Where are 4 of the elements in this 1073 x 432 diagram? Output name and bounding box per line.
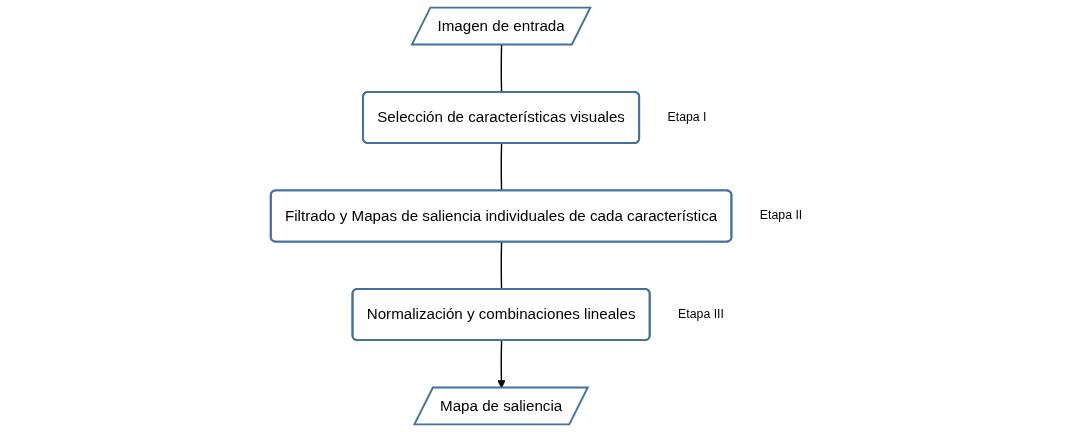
stage-label: Etapa III (678, 306, 724, 321)
stage-label: Etapa II (759, 208, 803, 223)
stage-label: Etapa I (667, 109, 707, 124)
connector (500, 142, 503, 192)
